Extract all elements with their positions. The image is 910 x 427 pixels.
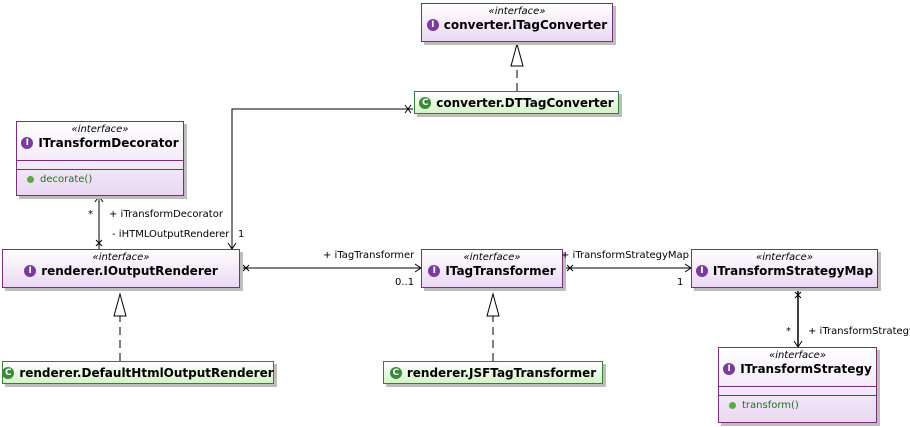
realization-arrowhead-itagtransformer xyxy=(486,292,500,317)
class-name: converter.ITagConverter xyxy=(443,18,608,32)
class-name: ITagTransformer xyxy=(445,264,556,278)
class-name: converter.DTTagConverter xyxy=(436,95,614,110)
class-name: renderer.JSFTagTransformer xyxy=(406,365,597,380)
class-name: ITransformDecorator xyxy=(38,136,179,150)
converter-multiplicity-label: 1 xyxy=(238,229,245,240)
operation-decorate: decorate() xyxy=(40,174,93,185)
operation-compartment: decorate() xyxy=(17,169,183,185)
class-name: ITransformStrategyMap xyxy=(712,264,874,278)
association-cross-renderer xyxy=(95,239,103,247)
interface-badge-icon: I xyxy=(21,137,34,149)
stereotype-label: «interface» xyxy=(71,124,129,135)
tagtransformer-role-label: + iTagTransformer xyxy=(323,250,415,261)
association-cross-converter xyxy=(404,104,412,114)
class-badge-icon: C xyxy=(2,366,15,379)
association-arrow-decorator xyxy=(94,195,104,203)
tagtransformer-multiplicity-label: 0..1 xyxy=(395,277,415,288)
class-badge-icon: C xyxy=(419,96,432,109)
itransformstrategy-interface[interactable]: «interface» I ITransformStrategy transfor… xyxy=(718,347,877,423)
interface-badge-icon: I xyxy=(24,265,37,277)
stereotype-label: «interface» xyxy=(463,252,521,263)
attribute-compartment xyxy=(17,160,183,169)
association-renderer-converter xyxy=(231,108,413,249)
class-name: renderer.IOutputRenderer xyxy=(41,264,218,278)
class-name: ITransformStrategy xyxy=(740,362,872,376)
public-method-icon xyxy=(27,176,34,183)
strategymap-multiplicity-label: 1 xyxy=(677,277,684,288)
operation-compartment: transform() xyxy=(719,395,876,411)
class-badge-icon: C xyxy=(389,366,402,379)
strategymap-role-label: + iTransformStrategyMap xyxy=(561,250,690,261)
public-method-icon xyxy=(729,402,736,409)
stereotype-label: «interface» xyxy=(488,6,546,17)
strategy-role-label: + iTransformStrategy xyxy=(808,326,910,337)
stereotype-label: «interface» xyxy=(92,252,150,263)
interface-badge-icon: I xyxy=(723,363,736,375)
interface-badge-icon: I xyxy=(695,265,708,277)
attribute-compartment xyxy=(719,386,876,395)
association-cross-renderer-right xyxy=(242,264,250,272)
strategy-multiplicity-label: * xyxy=(786,326,791,337)
association-cross-strategymap xyxy=(794,291,802,299)
class-name: renderer.DefaultHtmlOutputRenderer xyxy=(19,365,274,380)
interface-badge-icon: I xyxy=(428,265,441,277)
stereotype-label: «interface» xyxy=(769,350,826,361)
itagtransformer-interface[interactable]: «interface» I ITagTransformer xyxy=(421,249,563,288)
interface-badge-icon: I xyxy=(426,19,439,31)
decorator-multiplicity-label: * xyxy=(88,209,93,220)
itransformstrategymap-interface[interactable]: «interface» I ITransformStrategyMap xyxy=(691,249,878,288)
decorator-role-label: + iTransformDecorator xyxy=(109,209,223,220)
itransformdecorator-interface[interactable]: «interface» I ITransformDecorator decorat… xyxy=(16,121,184,196)
renderer-role-label: - iHTMLOutputRenderer xyxy=(112,229,230,240)
operation-transform: transform() xyxy=(742,400,799,411)
realization-arrowhead-ioutputrenderer xyxy=(113,292,127,317)
stereotype-label: «interface» xyxy=(756,252,813,263)
association-cross-tagtransformer xyxy=(566,264,574,272)
realization-arrowhead-itagconverter xyxy=(510,42,524,67)
